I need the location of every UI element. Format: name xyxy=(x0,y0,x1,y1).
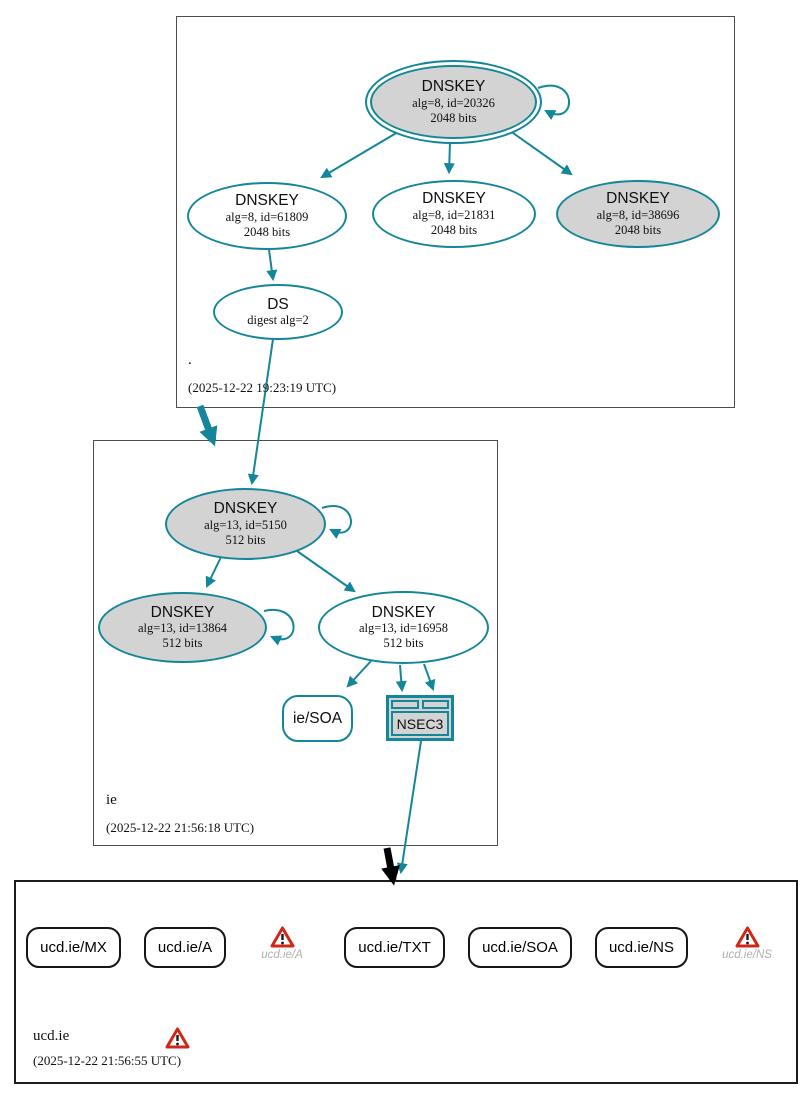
node-detail: alg=8, id=61809 xyxy=(225,209,309,224)
rrset-label: ucd.ie/MX xyxy=(40,939,107,956)
dnskey-node-ie-5150[interactable]: DNSKEY alg=13, id=5150 512 bits xyxy=(165,488,326,560)
edge-root-ksk-selfloop xyxy=(537,84,570,120)
edge-61809-to-ds xyxy=(266,249,278,282)
edge-zone-ie-to-ucd-ie xyxy=(381,847,400,886)
ds-node-root[interactable]: DS digest alg=2 xyxy=(213,284,343,340)
warning-ucd-ie-ns[interactable]: ucd.ie/NS xyxy=(711,926,783,961)
zone-timestamp-ie: (2025-12-22 21:56:18 UTC) xyxy=(106,820,255,835)
rrset-node-ucd-ie-soa[interactable]: ucd.ie/SOA xyxy=(468,927,572,968)
rrset-node-ucd-ie-ns[interactable]: ucd.ie/NS xyxy=(595,927,688,968)
zone-label-ucd-ie: ucd.ie xyxy=(33,1028,70,1044)
node-detail: alg=8, id=21831 xyxy=(412,207,496,222)
warning-label: ucd.ie/A xyxy=(261,949,303,961)
zone-timestamp-ucd-ie: (2025-12-22 21:56:55 UTC) xyxy=(33,1053,182,1068)
node-title: DNSKEY xyxy=(421,78,486,96)
dnskey-node-root-38696[interactable]: DNSKEY alg=8, id=38696 2048 bits xyxy=(556,180,720,248)
rrset-label: ucd.ie/NS xyxy=(608,939,675,956)
dnskey-node-ie-13864[interactable]: DNSKEY alg=13, id=13864 512 bits xyxy=(98,592,267,663)
edge-5150-selfloop xyxy=(321,505,352,539)
edge-5150-to-13864 xyxy=(205,556,222,588)
edge-zone-root-to-ie xyxy=(196,404,218,447)
node-bits: 2048 bits xyxy=(243,224,291,239)
node-title: DNSKEY xyxy=(213,500,278,518)
nsec3-label: NSEC3 xyxy=(391,711,449,736)
dnskey-node-root-21831[interactable]: DNSKEY alg=8, id=21831 2048 bits xyxy=(372,180,536,248)
node-bits: 2048 bits xyxy=(430,110,477,125)
rrset-node-ie-soa[interactable]: ie/SOA xyxy=(282,695,353,742)
warning-icon xyxy=(165,1027,190,1049)
warning-icon xyxy=(735,926,759,948)
edge-13864-selfloop xyxy=(263,608,295,646)
warning-label: ucd.ie/NS xyxy=(722,949,772,961)
node-bits: 2048 bits xyxy=(430,222,478,237)
node-title: DNSKEY xyxy=(422,190,486,208)
nsec3-cell-right xyxy=(421,700,449,709)
edge-nsec3-to-ucd-ie xyxy=(396,740,422,875)
zone-box-ucd-ie xyxy=(14,880,798,1084)
edge-ds-to-ie-ksk xyxy=(247,338,274,486)
node-title: DS xyxy=(267,295,289,313)
dnskey-node-root-61809[interactable]: DNSKEY alg=8, id=61809 2048 bits xyxy=(187,182,347,250)
warning-ucd-ie-a[interactable]: ucd.ie/A xyxy=(246,926,318,961)
node-title: DNSKEY xyxy=(235,192,299,210)
node-detail: alg=13, id=13864 xyxy=(137,621,228,636)
node-title: DNSKEY xyxy=(606,190,670,208)
node-detail: alg=13, id=16958 xyxy=(358,621,449,636)
node-bits: 2048 bits xyxy=(614,222,662,237)
rrset-node-ucd-ie-txt[interactable]: ucd.ie/TXT xyxy=(344,927,445,968)
rrset-label: ucd.ie/A xyxy=(157,939,213,956)
nsec3-node[interactable]: NSEC3 xyxy=(386,695,454,741)
node-title: DNSKEY xyxy=(371,603,436,621)
warning-ucd-ie-zone[interactable] xyxy=(165,1027,190,1054)
rrset-node-ucd-ie-mx[interactable]: ucd.ie/MX xyxy=(26,927,121,968)
node-detail: alg=13, id=5150 xyxy=(204,517,287,532)
dnskey-node-root-20326[interactable]: DNSKEY alg=8, id=20326 2048 bits xyxy=(365,60,542,144)
edge-16958-to-nsec3-left xyxy=(395,664,407,693)
rrset-node-ucd-ie-a[interactable]: ucd.ie/A xyxy=(144,927,226,968)
edge-root-ksk-to-21831 xyxy=(443,141,455,175)
edge-5150-to-16958 xyxy=(296,550,356,593)
dnskey-node-ie-16958[interactable]: DNSKEY alg=13, id=16958 512 bits xyxy=(318,591,489,664)
warning-icon xyxy=(270,926,294,948)
edge-root-ksk-to-38696 xyxy=(505,127,573,176)
node-detail: alg=8, id=38696 xyxy=(596,207,680,222)
node-detail: alg=8, id=20326 xyxy=(412,95,495,110)
nsec3-top-cells xyxy=(391,700,449,709)
node-bits: 512 bits xyxy=(225,532,266,547)
nsec3-cell-left xyxy=(391,700,419,709)
rrset-label: ucd.ie/TXT xyxy=(358,939,431,956)
zone-label-ie: ie xyxy=(106,792,117,808)
node-bits: 512 bits xyxy=(383,636,424,651)
zone-label-root: . xyxy=(188,352,192,368)
node-title: DNSKEY xyxy=(150,603,215,621)
rrset-label: ie/SOA xyxy=(292,709,343,727)
rrset-label: ucd.ie/SOA xyxy=(482,939,558,956)
dnskey-node-root-20326-inner: DNSKEY alg=8, id=20326 2048 bits xyxy=(370,65,537,139)
edge-root-ksk-to-61809 xyxy=(320,131,399,179)
edge-16958-to-soa xyxy=(346,660,372,688)
zone-timestamp-root: (2025-12-22 19:23:19 UTC) xyxy=(188,380,337,395)
node-bits: 512 bits xyxy=(162,636,203,651)
node-detail: digest alg=2 xyxy=(247,313,309,328)
edge-16958-to-nsec3-right xyxy=(423,663,436,692)
